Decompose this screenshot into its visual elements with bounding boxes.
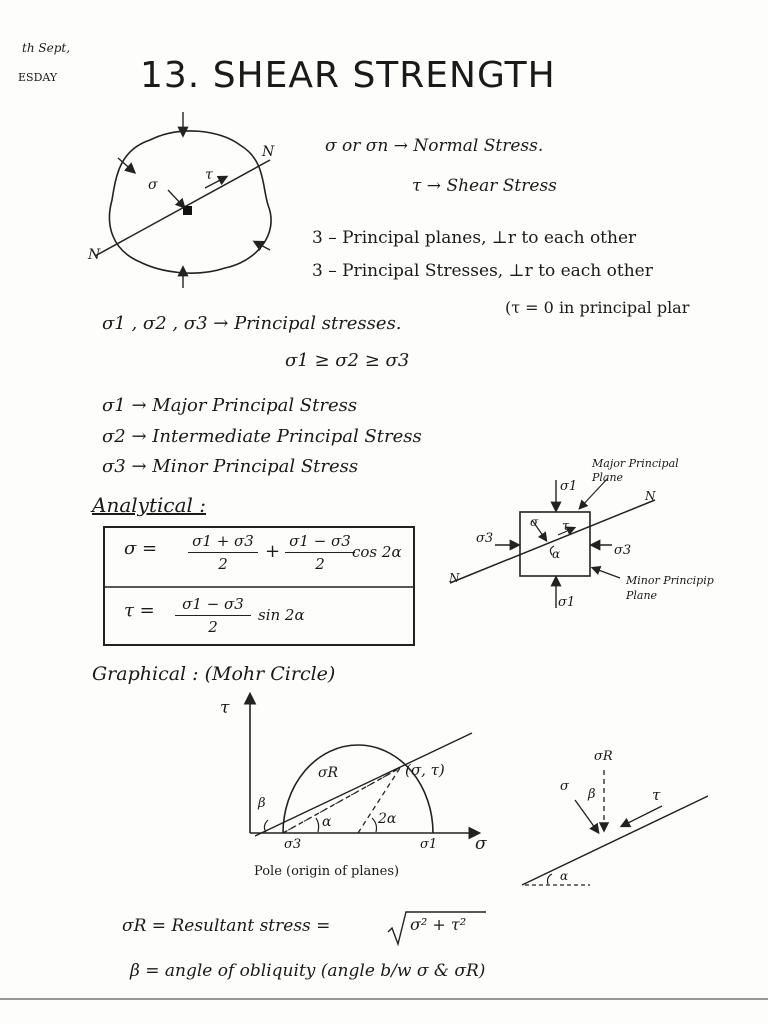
- sketch-alpha: α: [560, 869, 569, 883]
- sketch-sigma-r: σR: [594, 749, 613, 764]
- formula-sigma-frac2: σ1 − σ3 2: [285, 532, 355, 573]
- frac2-num: σ1 − σ3: [285, 532, 355, 553]
- mohr-sigma-axis-label: σ: [475, 834, 487, 854]
- tau-zero-note: (τ = 0 in principal plar: [505, 298, 690, 317]
- sketch-beta: β: [588, 787, 596, 802]
- sketch-sigma: σ: [560, 779, 569, 794]
- mohr-plane-line: [254, 732, 473, 837]
- element-sigma: σ: [530, 515, 539, 529]
- minor-stress-def: σ3 → Minor Principal Stress: [102, 456, 359, 477]
- tau-frac-num: σ1 − σ3: [175, 595, 251, 616]
- mohr-two-alpha: 2α: [378, 811, 397, 827]
- blob-n-top: N: [262, 144, 275, 160]
- element-tau: τ: [562, 519, 570, 534]
- formula-tau-lhs: τ =: [124, 600, 155, 621]
- blob-n-bottom: N: [88, 247, 101, 263]
- formula-tau-frac: σ1 − σ3 2: [175, 595, 251, 636]
- mohr-circle: [282, 744, 434, 834]
- major-stress-def: σ1 → Major Principal Stress: [102, 395, 358, 416]
- element-n-bottom: N: [449, 571, 460, 585]
- formula-tau-trig: sin 2α: [258, 606, 305, 624]
- frac1-num: σ1 + σ3: [188, 532, 258, 553]
- blob-sigma-label: σ: [148, 177, 158, 193]
- mohr-point-label: (σ, τ): [405, 761, 445, 779]
- obliquity-def: β = angle of obliquity (angle b/w σ & σR…: [130, 961, 486, 981]
- minor-plane-label: Minor Principip Plane: [626, 574, 714, 603]
- page-title: 13. SHEAR STRENGTH: [140, 55, 556, 96]
- margin-date-line-2: ESDAY: [18, 71, 58, 84]
- intermediate-stress-def: σ2 → Intermediate Principal Stress: [102, 426, 422, 447]
- principal-stresses-note: 3 – Principal Stresses, ⊥r to each other: [312, 261, 653, 281]
- element-sigma3-right: σ3: [614, 543, 632, 558]
- mohr-sigma-r: σR: [318, 765, 339, 781]
- formula-box: [103, 526, 415, 646]
- plane-sketch-line: [521, 795, 709, 886]
- normal-stress-def: σ or σn → Normal Stress.: [325, 136, 544, 156]
- element-n-top: N: [645, 489, 656, 503]
- resultant-lhs: σR = Resultant stress =: [122, 916, 331, 936]
- sigma-arrow: [167, 189, 186, 209]
- element-sigma1-top: σ1: [560, 479, 578, 494]
- element-sigma1-bottom: σ1: [558, 595, 576, 610]
- mohr-pole-note: Pole (origin of planes): [254, 864, 400, 879]
- stress-ordering: σ1 ≥ σ2 ≥ σ3: [285, 350, 410, 371]
- sqrt-sign: [387, 911, 486, 947]
- sketch-tau: τ: [652, 786, 661, 804]
- graphical-heading: Graphical : (Mohr Circle): [92, 663, 336, 685]
- mohr-alpha: α: [322, 814, 332, 830]
- mohr-sigma3: σ3: [284, 837, 302, 852]
- mohr-beta: β: [258, 796, 266, 811]
- resultant-root: σ² + τ²: [410, 915, 467, 934]
- margin-date-line-1: th Sept,: [22, 41, 71, 55]
- principal-planes-note: 3 – Principal planes, ⊥r to each other: [312, 228, 637, 248]
- formula-sigma-lhs: σ =: [124, 538, 158, 559]
- analytical-heading: Analytical :: [92, 493, 206, 517]
- tau-arrow: [204, 175, 229, 189]
- mohr-tau-axis-label: τ: [220, 698, 230, 718]
- formula-sigma-trig: cos 2α: [352, 543, 402, 561]
- frac1-den: 2: [218, 555, 228, 573]
- element-sigma3-left: σ3: [476, 531, 494, 546]
- formula-sigma-frac1: σ1 + σ3 2: [188, 532, 258, 573]
- stress-point: [183, 206, 192, 215]
- plane-line-nn: [94, 159, 271, 257]
- mohr-radius-dashed: [357, 767, 401, 834]
- major-plane-label: Major Principal Plane: [592, 457, 679, 485]
- element-plane-line: [449, 499, 656, 584]
- soil-mass-outline: [108, 130, 272, 274]
- formula-sigma-plus: +: [265, 541, 281, 562]
- mohr-sigma1: σ1: [420, 837, 438, 852]
- tau-frac-den: 2: [208, 618, 218, 636]
- shear-stress-def: τ → Shear Stress: [412, 176, 557, 196]
- mohr-pole-dashed: [282, 767, 401, 834]
- blob-arrow-right: [252, 240, 271, 251]
- blob-tau-label: τ: [205, 167, 213, 183]
- frac2-den: 2: [315, 555, 325, 573]
- element-alpha: α: [552, 547, 561, 561]
- blob-arrow-left: [117, 157, 137, 174]
- principal-stresses-line: σ1 , σ2 , σ3 → Principal stresses.: [102, 313, 402, 334]
